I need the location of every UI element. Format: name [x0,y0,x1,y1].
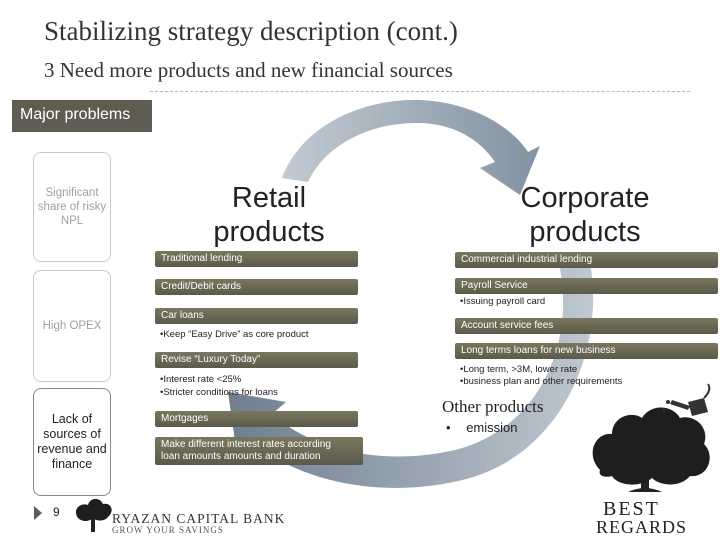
page-subtitle: 3 Need more products and new financial s… [44,58,453,83]
title-divider [150,91,690,92]
corporate-item-commercial-lending: Commercial industrial lending [455,252,718,268]
problem-lack-of-sources: Lack of sources of revenue and finance [33,388,111,496]
corporate-item-payroll-detail: •Issuing payroll card [460,296,545,308]
retail-item-luxury-today-detail-1: •Interest rate <25% [160,374,241,386]
problem-risky-npl: Significant share of risky NPL [33,152,111,262]
tree-logo-icon [76,499,112,532]
retail-item-car-loans: Car loans [155,308,358,324]
corporate-products-heading: Corporate products [505,181,665,249]
corporate-item-account-fees: Account service fees [455,318,718,334]
bank-slogan: GROW YOUR SAVINGS [112,525,224,535]
corporate-item-long-term-detail-2: •business plan and other requirements [460,376,622,388]
other-products-heading: Other products [442,397,544,417]
retail-products-heading: Retail products [198,181,340,249]
page-arrow-icon [34,506,42,520]
problem-high-opex: High OPEX [33,270,111,382]
tree-icon [593,408,710,493]
corporate-item-payroll-service: Payroll Service [455,278,718,294]
bullet-icon: • [446,420,451,435]
retail-item-luxury-today-detail-2: •Stricter conditions for loans [160,387,278,399]
corporate-item-long-term-loans: Long terms loans for new business [455,343,718,359]
page-number: 9 [53,505,60,519]
retail-item-credit-debit-cards: Credit/Debit cards [155,279,358,295]
corporate-item-long-term-detail-1: •Long term, >3M, lower rate [460,364,577,376]
retail-item-luxury-today: Revise “Luxury Today” [155,352,358,368]
retail-item-car-loans-detail: •Keep “Easy Drive” as core product [160,329,309,341]
retail-item-traditional-lending: Traditional lending [155,251,358,267]
retail-item-interest-rates-line-1: Make different interest rates according [161,439,363,451]
page-title: Stabilizing strategy description (cont.) [44,16,458,47]
retail-item-mortgages: Mortgages [155,411,358,427]
retail-item-interest-rates: Make different interest rates according … [155,437,363,465]
other-item-emission: emission [466,420,517,435]
retail-item-interest-rates-line-2: loan amounts amounts and duration [161,451,363,463]
other-products-item: • emission [446,420,517,435]
logo-regards-text: REGARDS [596,517,687,538]
major-problems-header: Major problems [12,100,152,132]
